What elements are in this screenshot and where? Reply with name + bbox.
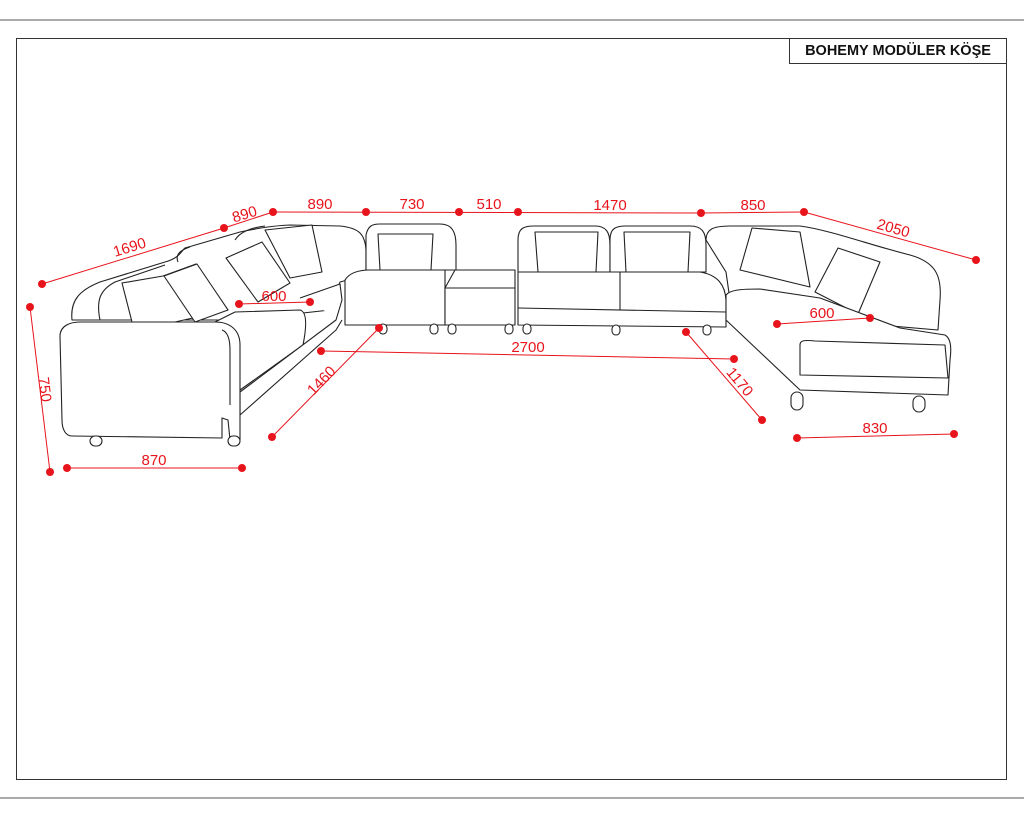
dimension-label: 750 <box>35 376 55 403</box>
drawing-title: BOHEMY MODÜLER KÖŞE <box>789 38 1007 64</box>
dimension-front-length: 2700 <box>317 339 738 363</box>
dimension-label: 1170 <box>723 364 757 400</box>
sofa-outline <box>59 223 952 447</box>
dimension-label: 830 <box>862 420 887 437</box>
dimension-label: 870 <box>141 452 166 469</box>
dimension-label: 1470 <box>593 197 626 214</box>
dimension-arm-width: 870 <box>63 452 246 472</box>
dimension-back-left-corner: 890 <box>223 203 277 229</box>
dimension-back-row: 890 730 510 1470 850 <box>272 196 808 217</box>
dimension-label: 510 <box>476 196 501 213</box>
dimension-seat-depth-right: 600 <box>773 305 874 328</box>
dimension-label: 730 <box>399 196 424 213</box>
drawing-border <box>16 38 1007 780</box>
dimension-height: 750 <box>26 303 54 476</box>
dimension-seat-depth-left: 600 <box>235 288 314 308</box>
dimension-label: 600 <box>809 305 834 322</box>
dimension-label: 890 <box>230 203 259 227</box>
dimension-label: 600 <box>261 288 286 305</box>
dimension-chaise-width: 830 <box>793 420 958 442</box>
dimension-label: 850 <box>740 197 765 214</box>
dimension-label: 2700 <box>511 339 544 356</box>
dimension-label: 890 <box>307 196 332 213</box>
dimension-label: 1460 <box>304 363 339 399</box>
dimension-label: 2050 <box>875 216 912 242</box>
